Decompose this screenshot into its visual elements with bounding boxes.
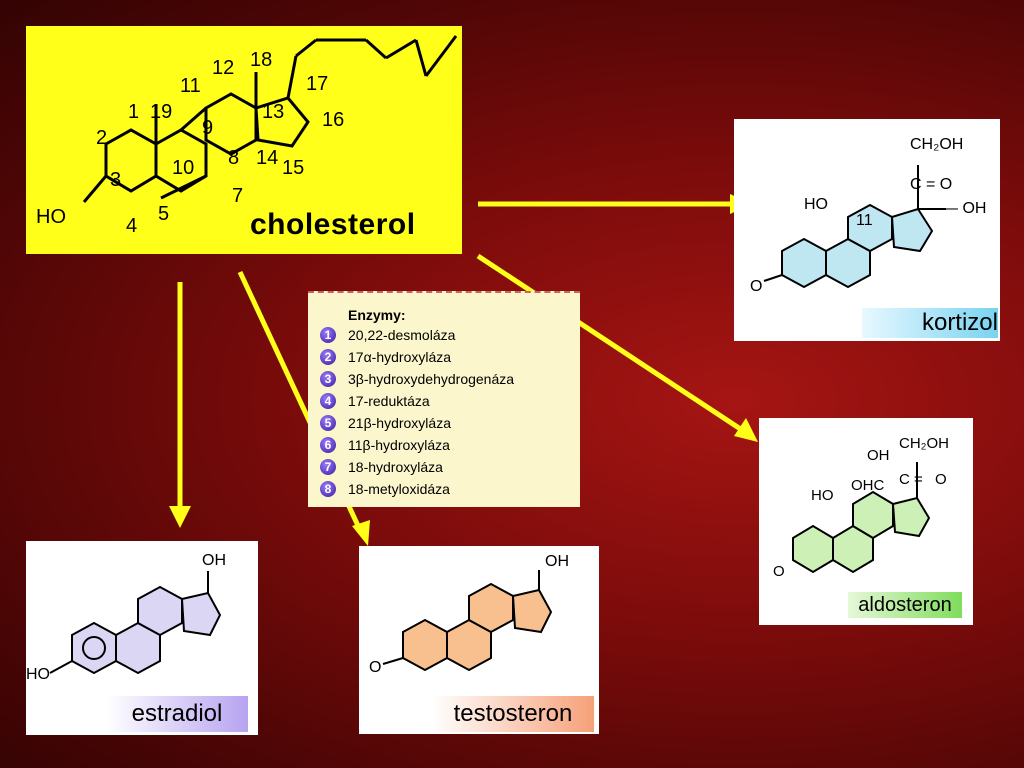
aldosteron-structure: CH₂OH OH HO OHC C = O O <box>759 418 973 625</box>
kortizol-structure: CH₂OH C = O HO — OH 11 O <box>734 119 1000 341</box>
kortizol-ho: HO <box>804 196 828 213</box>
enzyme-number-badge: 3 <box>320 371 336 387</box>
kortizol-co: C = O <box>910 176 952 193</box>
atom-label-9: 9 <box>202 117 213 139</box>
kortizol-oh: — OH <box>942 200 986 217</box>
enzyme-item: 3 3β-hydroxydehydrogenáza <box>320 369 580 391</box>
enzyme-name: 11β-hydroxyláza <box>348 437 450 453</box>
aldosteron-oh: OH <box>867 447 890 464</box>
arrow-to-aldosteron-head <box>734 418 758 442</box>
testosteron-skeleton: OH O <box>369 553 569 676</box>
aldosteron-ho: HO <box>811 487 834 504</box>
testosteron-structure: OH O <box>359 546 599 734</box>
aldosteron-skeleton: CH₂OH OH HO OHC C = O O <box>773 435 949 580</box>
estradiol-name-text: estradiol <box>131 700 223 727</box>
atom-label-1: 1 <box>128 101 139 123</box>
atom-label-18: 18 <box>250 49 272 71</box>
enzyme-number-badge: 8 <box>320 481 336 497</box>
kortizol-name: kortizol <box>862 308 998 338</box>
cholesterol-skeleton: HO 1 2 3 4 5 7 8 9 10 11 12 13 14 15 16 … <box>36 35 458 237</box>
atom-label-17: 17 <box>306 73 328 95</box>
atom-label-14: 14 <box>256 147 278 169</box>
testosteron-oh: OH <box>545 553 569 570</box>
enzyme-number-badge: 1 <box>320 327 336 343</box>
enzyme-number-badge: 7 <box>320 459 336 475</box>
atom-label-12: 12 <box>212 57 234 79</box>
atom-label-8: 8 <box>228 147 239 169</box>
arrow-to-aldosteron <box>476 253 744 433</box>
atom-label-2: 2 <box>96 127 107 149</box>
cholesterol-ho-label: HO <box>36 206 66 228</box>
atom-label-5: 5 <box>158 203 169 225</box>
kortizol-name-text: kortizol <box>921 309 998 336</box>
enzyme-item: 1 20,22-desmoláza <box>320 325 580 347</box>
aldosteron-ch2oh: CH₂OH <box>899 435 949 452</box>
enzyme-name: 20,22-desmoláza <box>348 327 456 343</box>
enzyme-legend: Enzymy: 1 20,22-desmoláza 2 17α-hydroxyl… <box>308 291 580 507</box>
aldosteron-ohc: OHC <box>851 477 885 494</box>
estradiol-oh: OH <box>202 552 226 569</box>
enzyme-name: 3β-hydroxydehydrogenáza <box>348 371 515 387</box>
testosteron-o: O <box>369 659 381 676</box>
enzyme-legend-title: Enzymy: <box>348 307 406 323</box>
atom-label-15: 15 <box>282 157 304 179</box>
enzyme-number-badge: 2 <box>320 349 336 365</box>
enzyme-item: 5 21β-hydroxyláza <box>320 413 580 435</box>
atom-label-11: 11 <box>180 75 201 97</box>
testosteron-name: testosteron <box>432 696 594 732</box>
enzyme-name: 18-metyloxidáza <box>348 481 450 497</box>
atom-label-7: 7 <box>232 185 243 207</box>
enzyme-item: 7 18-hydroxyláza <box>320 457 580 479</box>
testosteron-name-text: testosteron <box>453 700 573 727</box>
enzyme-name: 17α-hydroxyláza <box>348 349 452 365</box>
enzyme-number-badge: 4 <box>320 393 336 409</box>
arrow-to-estradiol-head <box>169 506 191 528</box>
kortizol-skeleton: CH₂OH C = O HO — OH 11 O <box>750 136 986 295</box>
enzyme-item: 4 17-reduktáza <box>320 391 580 413</box>
aldosteron-co: C = <box>899 471 923 488</box>
atom-label-19: 19 <box>150 101 172 123</box>
atom-label-3: 3 <box>110 169 121 191</box>
enzyme-name: 21β-hydroxyláza <box>348 415 451 431</box>
atom-label-13: 13 <box>262 101 284 123</box>
enzyme-item: 2 17α-hydroxyláza <box>320 347 580 369</box>
aldosteron-o: O <box>773 563 785 580</box>
aldosteron-o-ketone: O <box>935 471 947 488</box>
cholesterol-structure: HO 1 2 3 4 5 7 8 9 10 11 12 13 14 15 16 … <box>26 26 462 254</box>
estradiol-skeleton: OH HO <box>26 552 226 683</box>
arrow-to-testosteron-head <box>352 520 370 546</box>
aldosteron-name: aldosteron <box>848 592 962 618</box>
aldosteron-name-text: aldosteron <box>858 594 952 616</box>
cholesterol-name: cholesterol <box>250 208 416 241</box>
estradiol-name: estradiol <box>106 696 248 732</box>
enzyme-number-badge: 6 <box>320 437 336 453</box>
enzyme-number-badge: 5 <box>320 415 336 431</box>
kortizol-ch2oh: CH₂OH <box>910 136 963 153</box>
atom-label-10: 10 <box>172 157 194 179</box>
enzyme-item: 8 18-metyloxidáza <box>320 479 580 501</box>
atom-label-16: 16 <box>322 109 344 131</box>
enzyme-name: 18-hydroxyláza <box>348 459 443 475</box>
estradiol-ho: HO <box>26 666 50 683</box>
enzyme-item: 6 11β-hydroxyláza <box>320 435 580 457</box>
kortizol-c11: 11 <box>856 212 873 229</box>
enzyme-name: 17-reduktáza <box>348 393 430 409</box>
kortizol-o: O <box>750 278 762 295</box>
atom-label-4: 4 <box>126 215 137 237</box>
